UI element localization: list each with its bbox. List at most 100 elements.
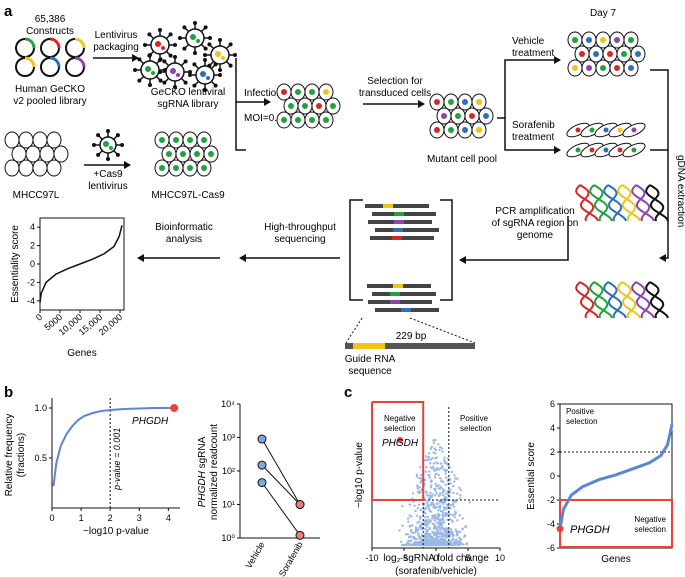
mhcc97l-cells-icon xyxy=(4,131,69,177)
cell-nucleus xyxy=(208,151,214,157)
volcano-point xyxy=(445,528,449,531)
cell-nucleus xyxy=(295,117,301,123)
volcano-point xyxy=(449,530,453,533)
volcano-point xyxy=(449,528,453,531)
cell-nucleus xyxy=(455,113,461,119)
volcano-point xyxy=(436,532,439,535)
read-segment xyxy=(393,228,403,232)
volcano-point xyxy=(423,527,426,531)
volcano-point xyxy=(461,517,464,520)
volcano-point xyxy=(437,443,440,446)
volcano-point xyxy=(439,526,442,530)
y-tick-label: 2 xyxy=(550,447,555,457)
dna-strand xyxy=(621,184,641,222)
volcano-point xyxy=(435,492,439,495)
volcano-point xyxy=(416,490,420,494)
volcano-point xyxy=(444,476,448,479)
volcano-point xyxy=(438,499,441,503)
cell-nucleus xyxy=(462,127,468,133)
x-tick-label: 3 xyxy=(137,513,142,523)
volcano-point xyxy=(427,458,430,462)
volcano-point xyxy=(408,524,411,528)
volcano-point xyxy=(434,448,437,452)
sequencing-reads-icon xyxy=(365,204,439,312)
virus-spike-tip xyxy=(158,57,163,62)
sorafenib-arrow xyxy=(504,118,561,154)
volcano-point xyxy=(432,462,436,465)
infection-label: Infection xyxy=(244,88,282,99)
volcano-point xyxy=(463,535,466,538)
cell-nucleus xyxy=(173,165,179,171)
volcano-point xyxy=(401,504,404,508)
positive-label: Positive xyxy=(460,414,489,423)
volcano-point xyxy=(457,536,461,540)
volcano-point xyxy=(443,534,447,537)
read-segment xyxy=(394,220,404,224)
sorafenib-label-1: Sorafenib xyxy=(512,120,555,131)
cell-nucleus xyxy=(476,127,482,133)
cell-nucleus xyxy=(628,65,634,71)
volcano-point xyxy=(445,462,449,466)
virus-spike-tip xyxy=(158,28,162,32)
virus-cargo xyxy=(161,46,165,50)
cell-nucleus xyxy=(589,127,595,133)
volcano-point xyxy=(441,513,444,517)
volcano-point xyxy=(449,541,453,545)
phgdh-point xyxy=(556,525,564,533)
cell-nucleus xyxy=(448,99,454,105)
cell-nucleus xyxy=(448,127,454,133)
dna-strand xyxy=(575,281,595,319)
guide-label-1: Guide RNA xyxy=(345,354,396,365)
virus-spike-tip xyxy=(115,133,120,138)
volcano-point xyxy=(416,528,420,531)
cell-nucleus xyxy=(600,65,606,71)
read-bar xyxy=(375,228,439,232)
volcano-point xyxy=(459,488,462,492)
guide-label-2: sequence xyxy=(348,366,392,377)
virus-spike-tip xyxy=(173,85,177,89)
virus-cargo xyxy=(190,34,196,40)
x-axis-label: −log10 p-value xyxy=(83,526,149,537)
volcano-point xyxy=(443,527,446,530)
y-tick-label: 2 xyxy=(30,241,35,251)
dna-helix-icon xyxy=(575,184,669,222)
volcano-point xyxy=(424,540,427,543)
volcano-point xyxy=(424,490,428,493)
volcano-point xyxy=(454,477,457,480)
cell xyxy=(4,159,20,177)
selection-label-1: Selection for xyxy=(367,76,423,87)
day-label: Day 7 xyxy=(590,8,617,19)
volcano-point xyxy=(454,500,457,504)
plasmid-library-icon xyxy=(15,37,86,77)
virus-spike-tip xyxy=(188,70,192,74)
volcano-point xyxy=(448,518,452,521)
volcano-point xyxy=(436,535,439,538)
volcano-point xyxy=(419,466,422,469)
volcano-point xyxy=(419,536,422,539)
cas9-label-2: lentivirus xyxy=(88,181,127,192)
cell-nucleus xyxy=(434,127,440,133)
cell-nucleus xyxy=(462,99,468,105)
cell xyxy=(18,131,34,149)
cell-nucleus xyxy=(323,89,329,95)
x-axis-label: Genes xyxy=(601,554,630,565)
volcano-point xyxy=(452,537,455,541)
volcano-point xyxy=(410,528,413,532)
volcano-point xyxy=(443,495,447,498)
volcano-point xyxy=(435,505,438,509)
y-tick-label: 0 xyxy=(550,471,555,481)
cell-nucleus xyxy=(166,151,172,157)
volcano-point xyxy=(444,529,448,533)
virus-spike-tip xyxy=(120,143,124,147)
volcano-point xyxy=(420,527,423,531)
cell-nucleus xyxy=(593,51,599,57)
virus-spike-tip xyxy=(115,152,120,157)
cas9-lentivirus-icon xyxy=(92,129,124,161)
volcano-point xyxy=(449,482,452,485)
volcano-point xyxy=(426,520,429,523)
cell-nucleus xyxy=(600,37,606,43)
cell xyxy=(32,159,48,177)
volcano-point xyxy=(444,483,447,486)
volcano-point xyxy=(406,533,410,536)
read-bar xyxy=(365,204,429,208)
